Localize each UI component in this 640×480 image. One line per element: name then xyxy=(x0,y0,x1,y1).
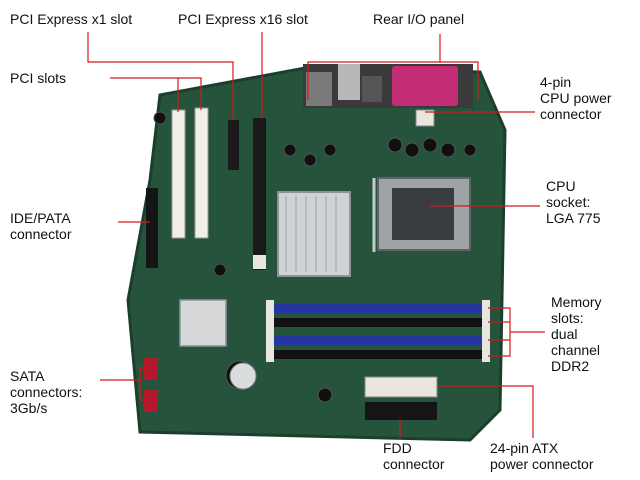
sata-connector-1 xyxy=(144,358,158,380)
motherboard-photo xyxy=(126,64,507,442)
pcie-x16-lock xyxy=(253,255,266,269)
label-fdd: FDD connector xyxy=(383,440,444,472)
label-cpu-power-line1: 4-pin xyxy=(540,74,572,90)
usb-ports xyxy=(338,64,360,100)
ide-connector-shape xyxy=(146,188,158,268)
leader-pci-2 xyxy=(178,77,202,110)
pcie-x16-slot xyxy=(253,118,266,270)
northbridge-heatsink xyxy=(277,191,351,277)
label-memory-line2: slots: xyxy=(551,310,584,326)
pcie-x1-slot xyxy=(228,120,239,170)
audio-port xyxy=(362,76,382,102)
atx-24pin-shape xyxy=(364,376,438,398)
label-memory-line5: DDR2 xyxy=(551,358,590,374)
pci-slot-2 xyxy=(194,107,209,239)
label-sata: SATA connectors: 3Gb/s xyxy=(10,368,82,416)
label-pci-slots: PCI slots xyxy=(10,70,67,86)
leader-lines xyxy=(87,32,545,438)
label-pcie-x1: PCI Express x1 slot xyxy=(10,11,133,27)
label-ide-line1: IDE/PATA xyxy=(10,210,71,226)
ps2-ports xyxy=(306,72,332,106)
label-atx24: 24-pin ATX power connector xyxy=(490,440,594,472)
memory-slot-3 xyxy=(272,336,484,345)
leader-rear-io xyxy=(307,61,479,100)
label-cpu-power-line2: CPU power xyxy=(540,90,612,106)
label-pcie-x16: PCI Express x16 slot xyxy=(178,11,308,27)
memory-latch-left xyxy=(266,300,274,362)
label-sata-line3: 3Gb/s xyxy=(10,400,48,416)
label-cpu-socket-line3: LGA 775 xyxy=(546,210,601,226)
fdd-connector-shape xyxy=(365,402,437,420)
label-ide: IDE/PATA connector xyxy=(10,210,71,242)
label-memory-line1: Memory xyxy=(551,294,602,310)
leader-pcie-x1 xyxy=(87,32,234,120)
label-cpu-power-line3: connector xyxy=(540,106,602,122)
label-fdd-line1: FDD xyxy=(383,440,412,456)
cpu-socket-center xyxy=(392,188,454,240)
memory-slot-4 xyxy=(272,350,484,359)
leader-sata xyxy=(100,367,150,381)
label-sata-line2: connectors: xyxy=(10,384,83,400)
label-sata-line1: SATA xyxy=(10,368,45,384)
label-atx24-line2: power connector xyxy=(490,456,594,472)
label-ide-line2: connector xyxy=(10,226,72,242)
label-cpu-power: 4-pin CPU power connector xyxy=(540,74,612,122)
parallel-port xyxy=(392,66,458,106)
label-cpu-socket-line1: CPU xyxy=(546,178,576,194)
label-memory: Memory slots: dual channel DDR2 xyxy=(551,294,602,374)
cpu-power-4pin xyxy=(415,109,435,127)
leader-atx xyxy=(437,385,534,438)
label-fdd-line2: connector xyxy=(383,456,445,472)
memory-latch-right xyxy=(482,300,490,362)
label-cpu-socket-line2: socket: xyxy=(546,194,591,210)
label-rear-io: Rear I/O panel xyxy=(373,11,465,27)
sata-connector-2 xyxy=(144,390,158,412)
battery xyxy=(229,362,257,390)
label-cpu-socket: CPU socket: LGA 775 xyxy=(546,178,601,226)
pci-slot-1 xyxy=(171,109,186,239)
southbridge-heatsink xyxy=(179,299,227,347)
label-atx24-line1: 24-pin ATX xyxy=(490,440,559,456)
label-memory-line3: dual xyxy=(551,326,578,342)
memory-slot-1 xyxy=(272,304,484,313)
memory-slot-2 xyxy=(272,318,484,327)
label-memory-line4: channel xyxy=(551,342,601,358)
